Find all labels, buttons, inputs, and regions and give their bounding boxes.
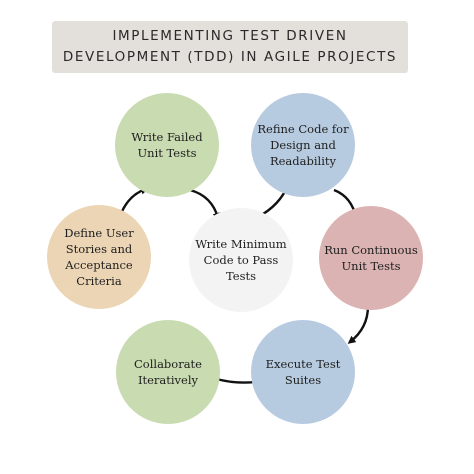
step-label-line: Criteria — [76, 274, 122, 288]
step-label-line: Tests — [225, 269, 256, 283]
title-line-1: IMPLEMENTING TEST DRIVEN — [112, 28, 348, 44]
step-label-line: Refine Code for — [257, 122, 349, 136]
step-label-line: Stories and — [65, 242, 133, 256]
step-label-line: Unit Tests — [341, 259, 401, 273]
step-label-line: Write Minimum — [195, 237, 287, 251]
title-line-2: DEVELOPMENT (TDD) IN AGILE PROJECTS — [62, 49, 398, 65]
step-label-line: Run Continuous — [324, 243, 418, 257]
step-label-line: Collaborate — [133, 357, 202, 371]
title-box: IMPLEMENTING TEST DRIVEN DEVELOPMENT (TD… — [52, 21, 408, 73]
step-label-line: Write Failed — [131, 130, 203, 144]
step-label-line: Code to Pass — [203, 253, 279, 267]
arrow-write-failed-to-minimum — [189, 188, 221, 221]
step-label-line: Design and — [270, 138, 336, 152]
step-label-line: Unit Tests — [137, 146, 197, 160]
step-label-line: Define User — [64, 226, 134, 240]
step-label-line: Readability — [269, 154, 337, 168]
step-label-line: Acceptance — [65, 258, 133, 272]
step-label-line: Execute Test — [265, 357, 341, 371]
step-label-line: Suites — [284, 373, 322, 387]
step-label-line: Iteratively — [137, 373, 199, 387]
arrow-run-to-execute — [347, 305, 370, 344]
